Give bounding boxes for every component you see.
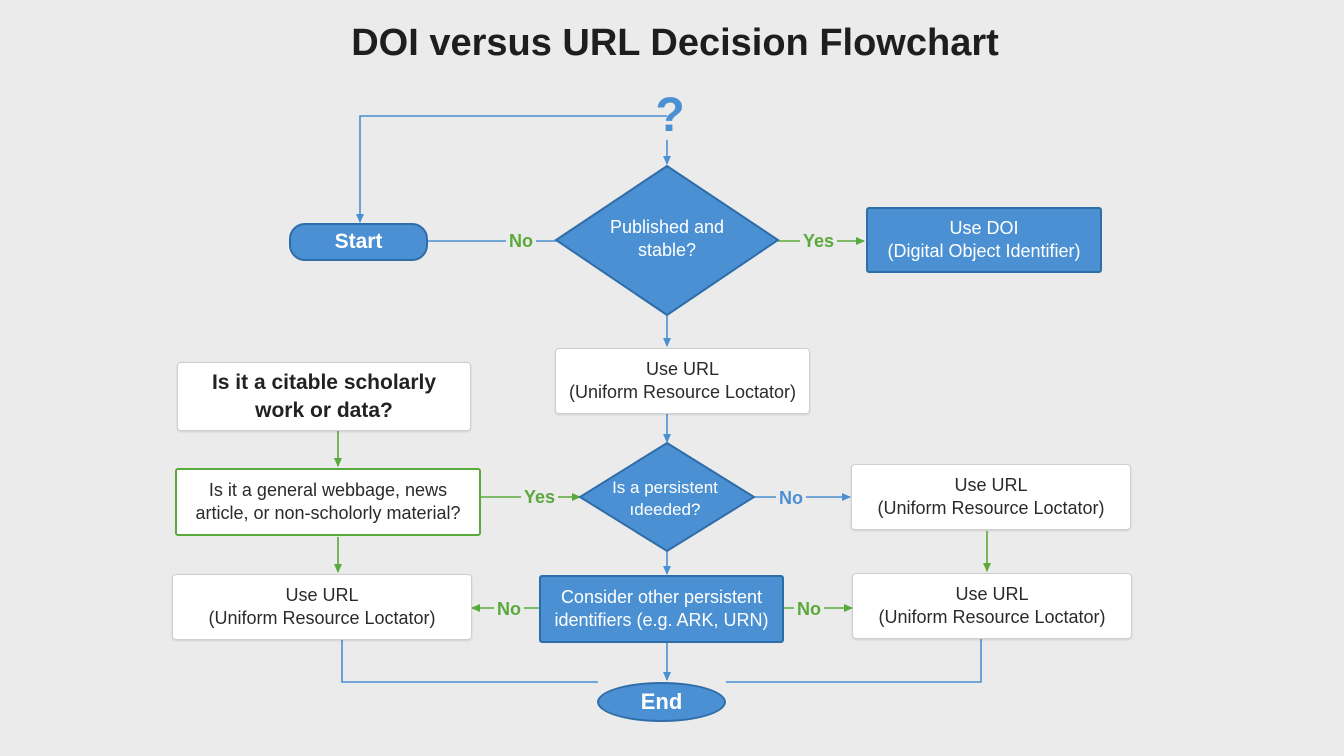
general-webpage-question-box: Is it a general webbage, news article, o… <box>175 468 481 536</box>
use-url-box-left: Use URL (Uniform Resource Loctator) <box>172 574 472 640</box>
edge-label-no-url-right: No <box>776 487 806 509</box>
use-url-box-bottom-right: Use URL (Uniform Resource Loctator) <box>852 573 1132 639</box>
start-node: Start <box>289 223 428 261</box>
page-title: DOI versus URL Decision Flowchart <box>351 22 999 64</box>
decision-diamond-published <box>554 164 780 317</box>
citable-question-box: Is it a citable scholarly work or data? <box>177 362 471 431</box>
line-loop-to-start <box>356 115 667 223</box>
decision-persistent-label: Is a persistent ıdeeded? <box>612 478 718 520</box>
use-url-box-top: Use URL (Uniform Resource Loctator) <box>555 348 810 414</box>
start-label: Start <box>334 230 383 254</box>
edge-label-no-url-left: No <box>494 598 524 620</box>
line-url-left-to-end <box>341 640 598 683</box>
end-label: End <box>640 688 683 714</box>
use-url-box-right: Use URL (Uniform Resource Loctator) <box>851 464 1131 530</box>
edge-label-yes-doi: Yes <box>800 230 838 252</box>
line-url-bottom-right-to-end <box>726 638 982 683</box>
end-node: End <box>597 682 726 722</box>
edge-label-no-start: No <box>506 230 536 252</box>
edge-label-no-url-bottom-right: No <box>794 598 824 620</box>
edge-label-yes-persistent: Yes <box>521 486 559 508</box>
decision-published-label: Published and stable? <box>609 217 725 261</box>
consider-other-identifiers-box: Consider other persistent identifiers (e… <box>539 575 784 643</box>
decision-diamond-persistent <box>578 441 756 553</box>
use-doi-box: Use DOI (Digital Object Identifier) <box>866 207 1102 273</box>
